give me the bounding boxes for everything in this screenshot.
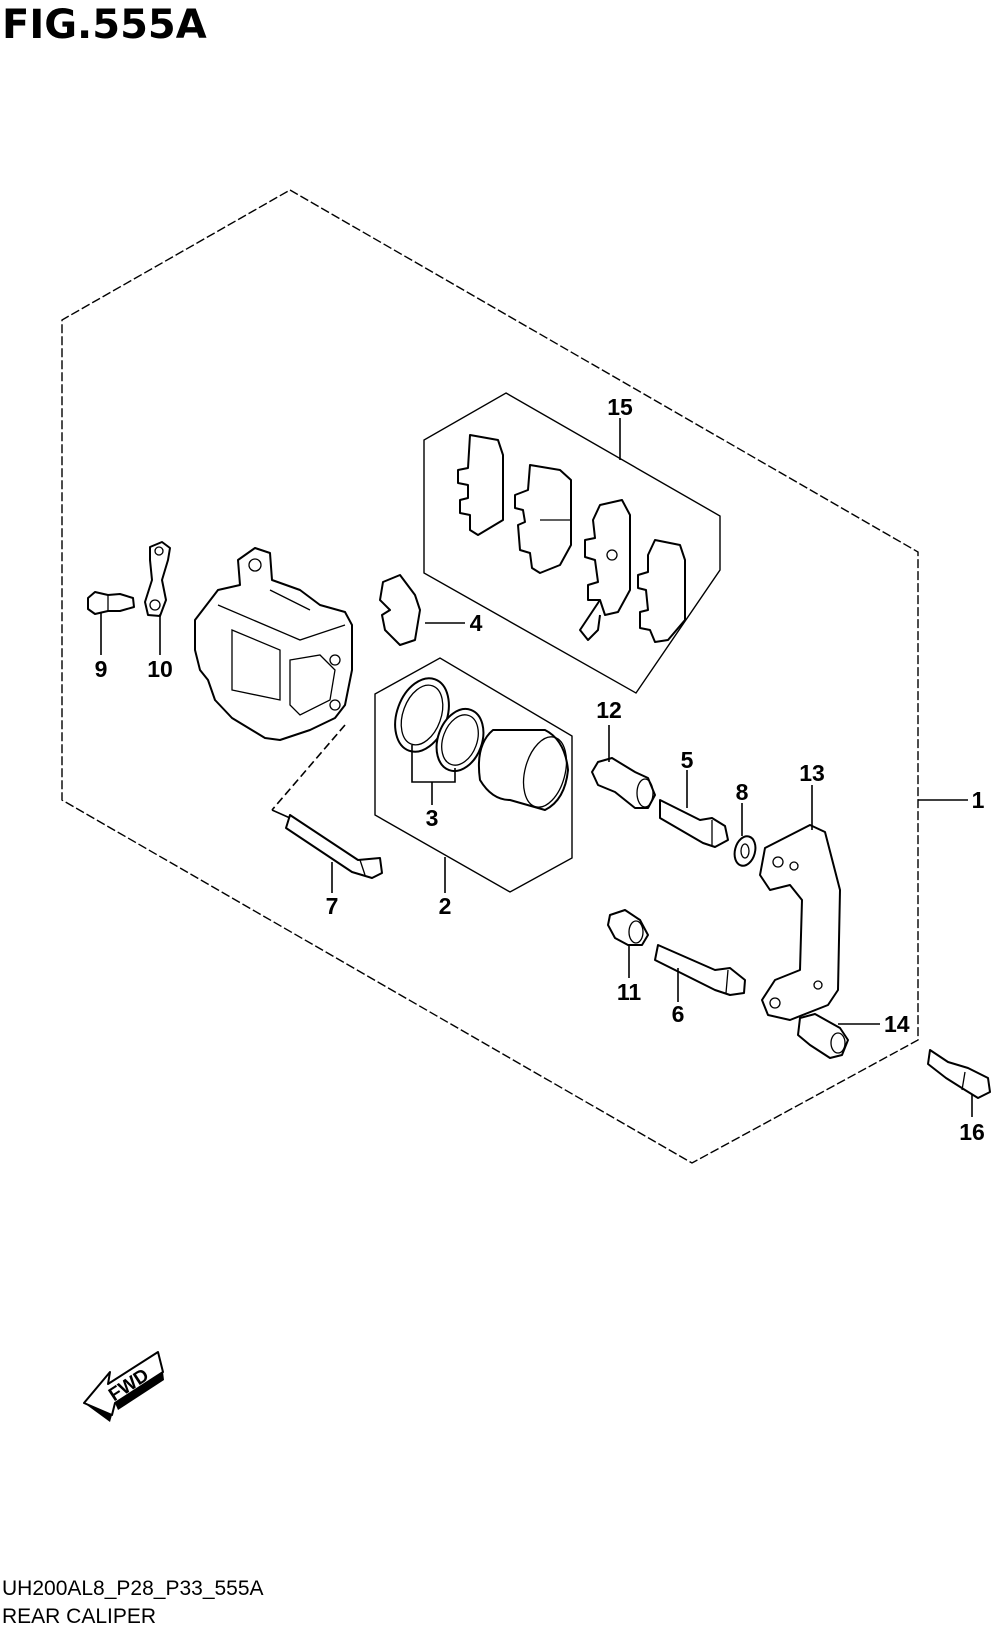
caliper-assembly-outline: [61, 189, 919, 1164]
sleeve-bolt-upper: [659, 799, 729, 848]
fwd-arrow: FWD: [83, 1351, 164, 1422]
callout-9: 9: [95, 656, 108, 682]
pin-boot-upper: [591, 757, 656, 809]
callout-3: 3: [426, 805, 439, 831]
callout-12: 12: [596, 697, 622, 723]
callout-13: 13: [799, 760, 825, 786]
bleeder-screw: [87, 591, 135, 615]
piston-seals: [394, 677, 485, 772]
caliper-body: [194, 547, 353, 741]
brake-pad-set: [457, 434, 686, 643]
pad-spring: [379, 574, 421, 646]
callout-4: 4: [470, 610, 483, 636]
bleeder-cap: [144, 541, 171, 617]
caliper-pin: [271, 724, 383, 879]
sleeve-bolt-lower: [654, 944, 746, 996]
pad-set-outline: [423, 392, 721, 694]
pin-boot-lower: [607, 909, 649, 946]
piston: [477, 729, 569, 811]
figure-title: FIG.555A: [2, 2, 207, 48]
figure-code: UH200AL8_P28_P33_555A: [2, 1577, 264, 1600]
bracket-bushing: [797, 1013, 849, 1059]
callout-14: 14: [884, 1011, 910, 1037]
callout-7: 7: [326, 893, 339, 919]
callout-10: 10: [147, 656, 173, 682]
callout-5: 5: [681, 747, 694, 773]
callout-6: 6: [672, 1001, 685, 1027]
callout-15: 15: [607, 394, 633, 420]
callout-16: 16: [959, 1119, 985, 1145]
leader-lines: [100, 418, 973, 1117]
callout-1: 1: [972, 787, 985, 813]
callout-8: 8: [736, 779, 749, 805]
callout-labels: 1 2 3 4 5 6 7 8 9 10 11 12 13 14 15 16: [95, 394, 985, 1145]
callout-2: 2: [439, 893, 452, 919]
caliper-bracket: [759, 824, 841, 1021]
piston-group-outline: [374, 657, 573, 893]
washer-hole: [740, 843, 750, 859]
mounting-bolt: [927, 1049, 991, 1099]
figure-caption: REAR CALIPER: [2, 1605, 157, 1628]
callout-11: 11: [617, 979, 642, 1005]
washer: [733, 835, 757, 867]
